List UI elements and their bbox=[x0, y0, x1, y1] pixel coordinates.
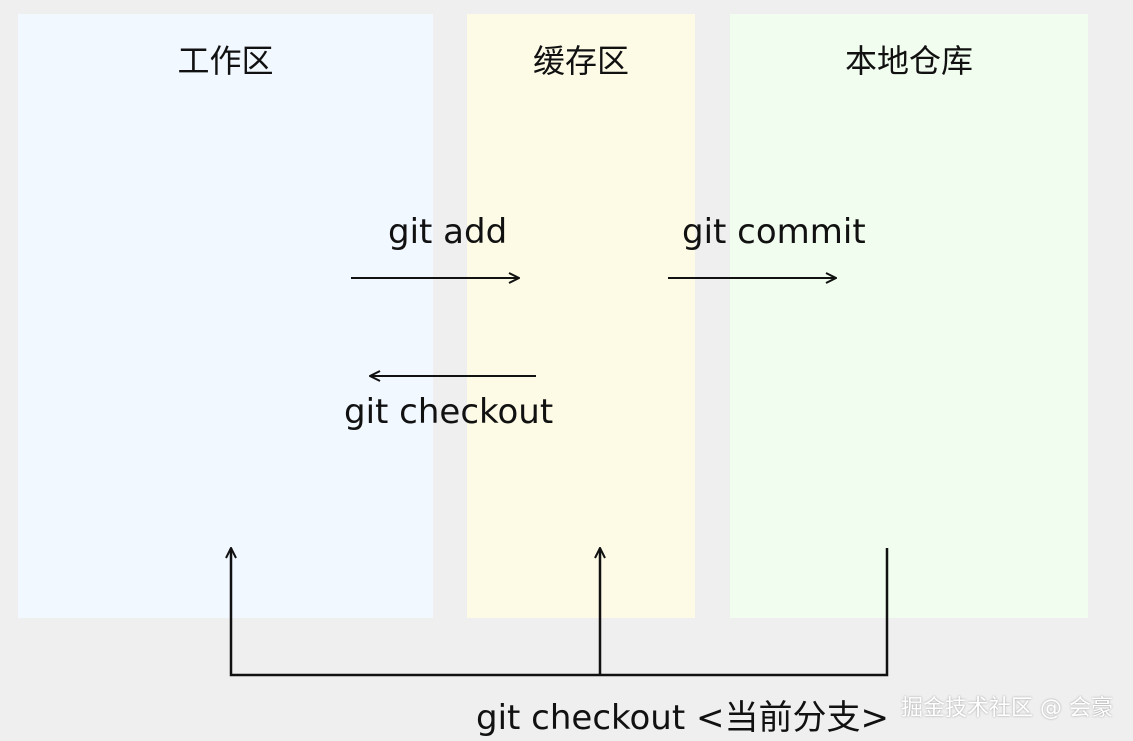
local-repository-zone: 本地仓库 bbox=[730, 14, 1088, 618]
watermark: 掘金技术社区 @ 会豪 bbox=[901, 696, 1113, 721]
local-repository-title: 本地仓库 bbox=[844, 42, 973, 80]
staging-area-title: 缓存区 bbox=[532, 42, 629, 80]
working-directory-title: 工作区 bbox=[177, 42, 274, 80]
branch-checkout-connector bbox=[231, 548, 889, 677]
staging-area-zone: 缓存区 bbox=[467, 14, 695, 618]
working-directory-zone: 工作区 bbox=[18, 14, 433, 618]
git-add-label: git add bbox=[388, 212, 508, 252]
git-checkout-label: git checkout bbox=[344, 392, 554, 432]
git-checkout-branch-label: git checkout <当前分支> bbox=[476, 698, 889, 738]
git-commit-label: git commit bbox=[682, 212, 866, 252]
